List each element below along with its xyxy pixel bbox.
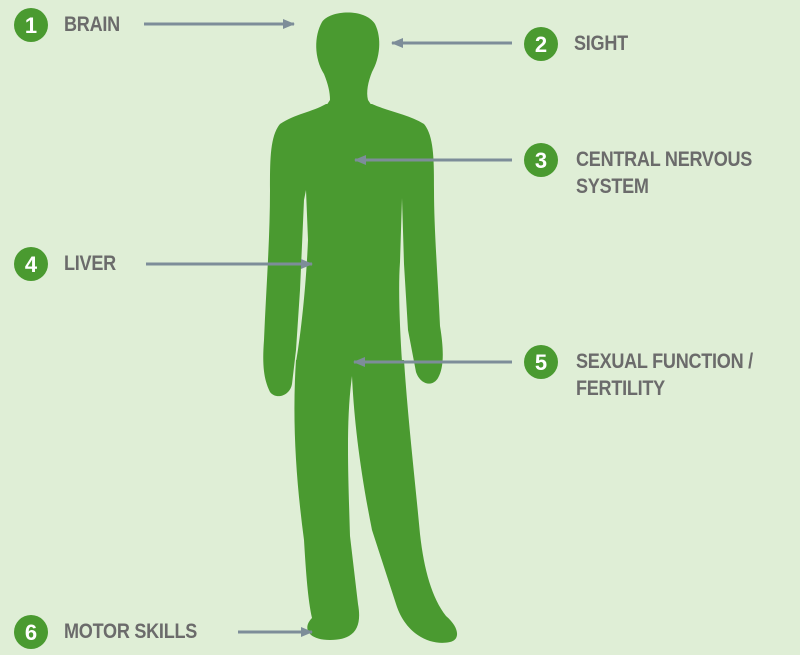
badge-4: 4	[14, 247, 48, 281]
badge-1: 1	[14, 8, 48, 42]
badge-6: 6	[14, 615, 48, 649]
badge-number: 4	[25, 252, 38, 277]
label-brain: BRAIN	[64, 11, 120, 38]
torso-arms	[263, 104, 443, 396]
label-line-1: CENTRAL NERVOUS	[576, 146, 752, 173]
badge-number: 5	[535, 350, 547, 375]
badge-number: 6	[25, 620, 37, 645]
label-sight: SIGHT	[574, 30, 628, 57]
human-silhouette	[263, 13, 457, 643]
label-line-2: SYSTEM	[576, 173, 752, 200]
label-line-1: SEXUAL FUNCTION /	[576, 348, 753, 375]
label-motor-skills: MOTOR SKILLS	[64, 618, 197, 645]
badge-number: 2	[535, 32, 547, 57]
badge-number: 1	[25, 13, 37, 38]
label-line-2: FERTILITY	[576, 375, 753, 402]
label-central-nervous-system: CENTRAL NERVOUS SYSTEM	[576, 146, 752, 200]
legs	[294, 360, 457, 643]
label-sexual-function-fertility: SEXUAL FUNCTION / FERTILITY	[576, 348, 753, 402]
badge-5: 5	[524, 345, 558, 379]
badge-number: 3	[535, 148, 547, 173]
head-neck	[316, 13, 379, 107]
badge-2: 2	[524, 27, 558, 61]
badge-3: 3	[524, 143, 558, 177]
label-liver: LIVER	[64, 250, 116, 277]
